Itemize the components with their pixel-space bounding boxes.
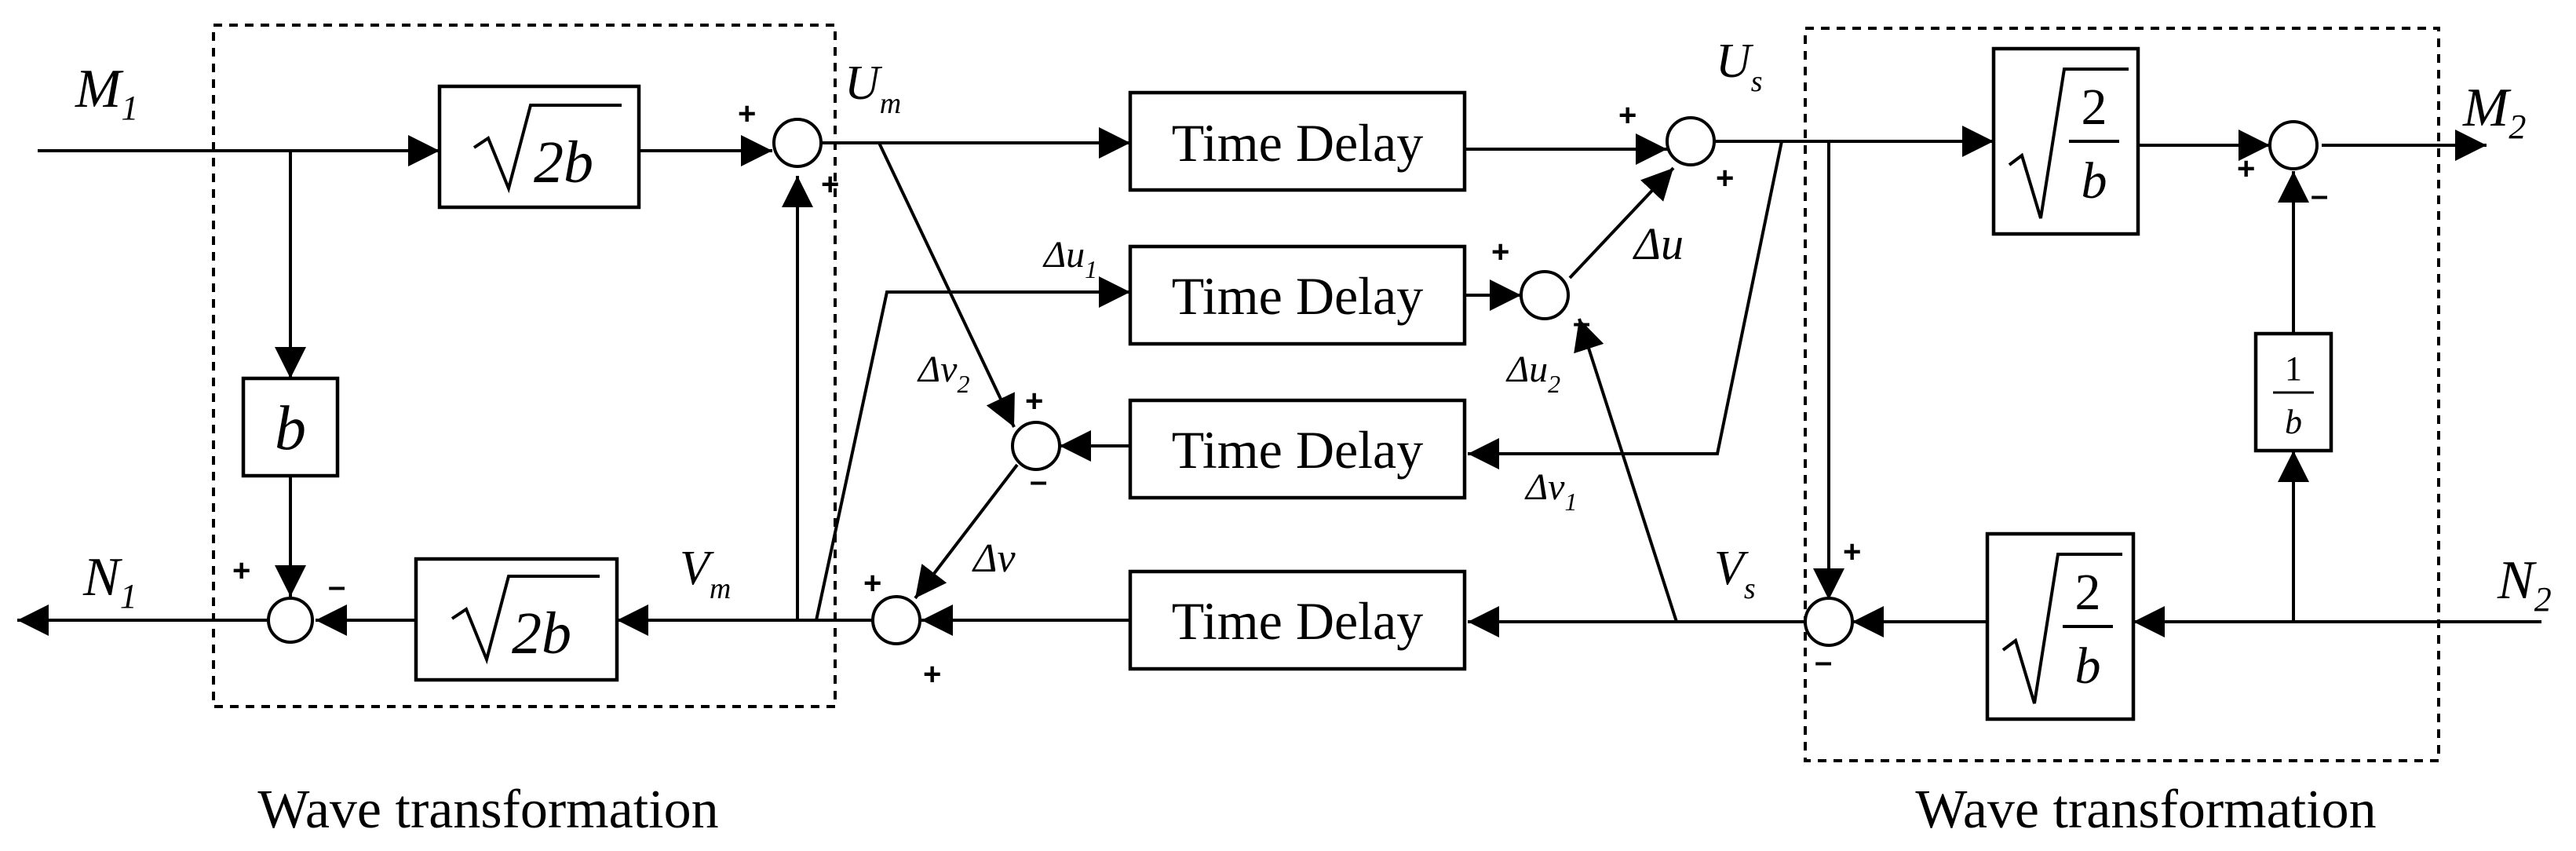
svg-text:Δu2: Δu2: [1505, 349, 1560, 398]
left-wave-transformation-boundary: [212, 24, 837, 708]
label-m1: M: [75, 59, 124, 119]
b-gain-block: b: [241, 376, 340, 478]
svg-text:Δu1: Δu1: [1042, 234, 1097, 283]
sign-us-plus-1: +: [1618, 98, 1636, 133]
sign-m2-plus: +: [2237, 152, 2255, 186]
sqrt-2-over-b-num-lower: 2: [2075, 564, 2101, 621]
sign-n1-minus: –: [328, 569, 345, 604]
label-vs: V: [1714, 542, 1749, 595]
label-vm-sub: m: [710, 572, 731, 605]
svg-text:2b: 2b: [534, 130, 593, 195]
label-dv1-sub: 1: [1564, 488, 1577, 516]
time-delay-label-3: Time Delay: [1172, 420, 1423, 480]
label-du1-sub: 1: [1085, 255, 1097, 283]
sign-dv-plus: +: [1025, 384, 1043, 418]
time-delay-block-3: Time Delay: [1128, 398, 1467, 500]
sum-junction-dv: [1011, 421, 1061, 471]
sign-du-minus: –: [1573, 305, 1590, 340]
one-over-b-block: 1 b: [2253, 331, 2333, 453]
caption-right: Wave transformation: [1915, 780, 2376, 840]
label-dv2: Δv: [917, 349, 958, 390]
label-m2: M: [2462, 78, 2512, 138]
label-dv: Δv: [972, 536, 1016, 581]
sign-vs-plus: +: [1843, 535, 1861, 569]
svg-text:Us: Us: [1716, 35, 1763, 98]
sum-junction-um: [772, 118, 823, 168]
svg-text:Δv2: Δv2: [917, 349, 969, 398]
sign-vm-plus-2: +: [923, 657, 941, 692]
sign-m2-minus: –: [2311, 178, 2328, 213]
time-delay-block-1: Time Delay: [1128, 90, 1467, 192]
one-over-b-den: b: [2285, 403, 2302, 441]
time-delay-label-2: Time Delay: [1172, 266, 1423, 326]
sqrt-2-over-b-block-bottom: 2 b: [1985, 531, 2136, 721]
label-du2-sub: 2: [1548, 370, 1560, 398]
sign-um-plus-2: +: [821, 167, 839, 202]
label-dv1: Δv: [1524, 466, 1565, 508]
sign-us-plus-2: +: [1716, 161, 1734, 195]
svg-text:Vm: Vm: [680, 542, 731, 605]
svg-text:Um: Um: [845, 57, 901, 120]
sqrt-2-over-b-den-lower: b: [2075, 637, 2101, 695]
sum-junction-us: [1666, 116, 1716, 166]
label-us-sub: s: [1751, 65, 1763, 98]
sum-junction-n1: [267, 597, 314, 644]
sign-n1-plus: +: [232, 553, 250, 588]
svg-text:Δv1: Δv1: [1524, 466, 1577, 516]
sign-dv-minus: –: [1030, 464, 1047, 499]
label-vs-sub: s: [1744, 572, 1756, 605]
sum-junction-du: [1520, 270, 1570, 320]
label-us: U: [1716, 35, 1754, 88]
sign-vm-plus-1: +: [863, 566, 881, 601]
label-n2-sub: 2: [2534, 580, 2552, 619]
b-gain-value: b: [275, 394, 306, 463]
one-over-b-num: 1: [2285, 349, 2302, 388]
label-vm: V: [680, 542, 714, 595]
sqrt-2b-block-top: 2b: [437, 84, 641, 210]
sign-du-plus: +: [1491, 235, 1509, 269]
time-delay-block-4: Time Delay: [1128, 569, 1467, 671]
right-wave-transformation-boundary: [1804, 27, 2440, 762]
label-dv2-sub: 2: [957, 370, 969, 398]
time-delay-label-1: Time Delay: [1172, 113, 1423, 173]
signal-wires: [17, 126, 2541, 637]
time-delay-block-2: Time Delay: [1128, 244, 1467, 346]
label-n2: N: [2497, 550, 2537, 611]
label-n1: N: [82, 547, 122, 608]
sum-junction-vm: [871, 595, 921, 645]
sum-junction-vs: [1804, 597, 1854, 647]
time-delay-label-4: Time Delay: [1172, 591, 1423, 651]
label-um: U: [845, 57, 883, 110]
sign-markers: + + + – + + + – + – + + + – + –: [232, 97, 2328, 692]
sum-junction-m2: [2268, 120, 2319, 170]
sign-vs-minus: –: [1815, 645, 1832, 679]
label-du2: Δu: [1505, 349, 1548, 390]
label-um-sub: m: [880, 87, 901, 120]
svg-text:N1: N1: [82, 547, 137, 615]
sqrt-2b-block-bottom: 2b: [414, 557, 619, 682]
label-du: Δu: [1633, 218, 1684, 269]
sign-um-plus-1: +: [738, 97, 756, 131]
sqrt-2b-value: 2b: [534, 130, 593, 195]
svg-text:N2: N2: [2497, 550, 2552, 619]
svg-text:2b: 2b: [512, 601, 571, 667]
svg-text:M1: M1: [75, 59, 138, 127]
label-n1-sub: 1: [120, 577, 137, 615]
label-m2-sub: 2: [2508, 108, 2526, 146]
label-du1: Δu: [1042, 234, 1085, 276]
svg-text:M2: M2: [2462, 78, 2526, 146]
sqrt-2-over-b-den: b: [2082, 152, 2107, 210]
svg-text:Vs: Vs: [1714, 542, 1756, 605]
sqrt-2-over-b-block-top: 2 b: [1991, 46, 2140, 236]
caption-left: Wave transformation: [257, 780, 718, 840]
label-m1-sub: 1: [121, 89, 138, 127]
sqrt-2-over-b-num: 2: [2082, 79, 2107, 136]
signal-labels: M1 N1 M2 N2 Um Vm Us Vs Δu1 Δv2 Δu2 Δv1 …: [75, 35, 2552, 619]
sqrt-2b-value-lower: 2b: [512, 601, 571, 667]
